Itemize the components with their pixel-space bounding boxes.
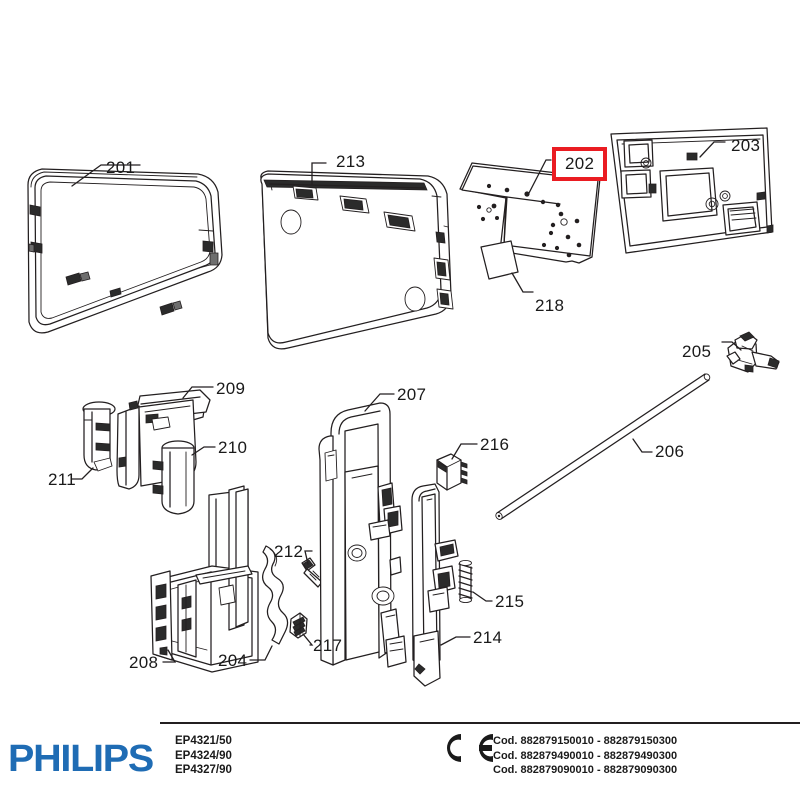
part-208-housing: [150, 485, 259, 673]
leader-208: [162, 649, 177, 663]
exploded-view-diagram: 201 213 202 203 218 205 206 209 211 210 …: [27, 127, 780, 687]
code-line-1: Cod. 882879150010 - 882879150300: [493, 735, 678, 747]
leader-218: [511, 272, 534, 293]
callout-207: 207: [397, 385, 427, 404]
part-216-connector: [436, 453, 468, 491]
callout-216: 216: [480, 435, 510, 454]
callout-204: 204: [218, 651, 248, 670]
leader-216: [451, 443, 478, 460]
part-215-spring: [458, 559, 473, 604]
part-217-clip: [289, 612, 308, 639]
leader-214: [440, 636, 471, 646]
model-number-1: EP4321/50: [175, 735, 232, 747]
model-number-list: EP4321/50 EP4324/90 EP4327/90: [175, 734, 232, 778]
leader-210: [191, 446, 216, 456]
leader-213: [311, 162, 327, 185]
callout-202-highlighted: 202: [552, 147, 608, 181]
footer-divider: [160, 722, 800, 724]
part-212-screw: [301, 557, 323, 588]
callout-215: 215: [495, 592, 525, 611]
part-210-float-rod: [152, 440, 195, 515]
callout-217: 217: [313, 636, 343, 655]
callout-210: 210: [218, 438, 248, 457]
part-207-chassis-rail: [318, 402, 407, 668]
leader-207: [364, 393, 395, 412]
part-213-front-panel: [260, 170, 454, 350]
leader-203: [699, 141, 726, 158]
leader-217: [302, 633, 314, 646]
callout-203: 203: [731, 136, 761, 155]
part-205-valve-assembly: [726, 331, 780, 373]
callout-214: 214: [473, 628, 503, 647]
callout-212: 212: [274, 542, 304, 561]
code-line-3: Cod. 882879090010 - 882879090300: [493, 764, 678, 776]
code-line-2: Cod. 882879490010 - 882879490300: [493, 749, 678, 762]
leader-215: [472, 591, 493, 602]
leader-201: [71, 164, 141, 187]
leader-209: [182, 386, 214, 399]
callout-211: 211: [48, 470, 77, 489]
leader-211: [71, 467, 94, 480]
part-202-pcb: [459, 162, 601, 264]
callout-206: 206: [655, 442, 685, 461]
part-201-outer-frame: [27, 168, 223, 334]
leader-202: [528, 159, 552, 194]
leader-205: [721, 341, 742, 351]
callout-209: 209: [216, 379, 246, 398]
diagram-linework: [27, 127, 780, 687]
part-204-seal-strip: [261, 545, 289, 645]
model-number-2: EP4324/90: [175, 749, 232, 762]
leader-212: [304, 550, 313, 565]
callout-213: 213: [336, 152, 366, 171]
model-number-3: EP4327/90: [175, 764, 232, 776]
footer-bar: PHILIPS EP4321/50 EP4324/90 EP4327/90 Co…: [0, 712, 800, 800]
callout-201: 201: [106, 158, 136, 177]
part-203-rear-bracket: [610, 127, 774, 254]
part-206-long-rod: [495, 373, 711, 520]
part-218-pad: [480, 240, 519, 280]
part-211-float-rod: [82, 401, 116, 472]
callout-218: 218: [535, 296, 565, 315]
callout-205: 205: [682, 342, 712, 361]
leader-206: [632, 438, 653, 453]
philips-logo: PHILIPS: [8, 738, 154, 780]
part-214-latch-arm: [411, 483, 459, 687]
callout-208: 208: [129, 653, 159, 672]
ce-mark-icon: [447, 734, 493, 762]
code-list: Cod. 882879150010 - 882879150300 Cod. 88…: [493, 734, 677, 778]
leader-204: [249, 645, 273, 661]
